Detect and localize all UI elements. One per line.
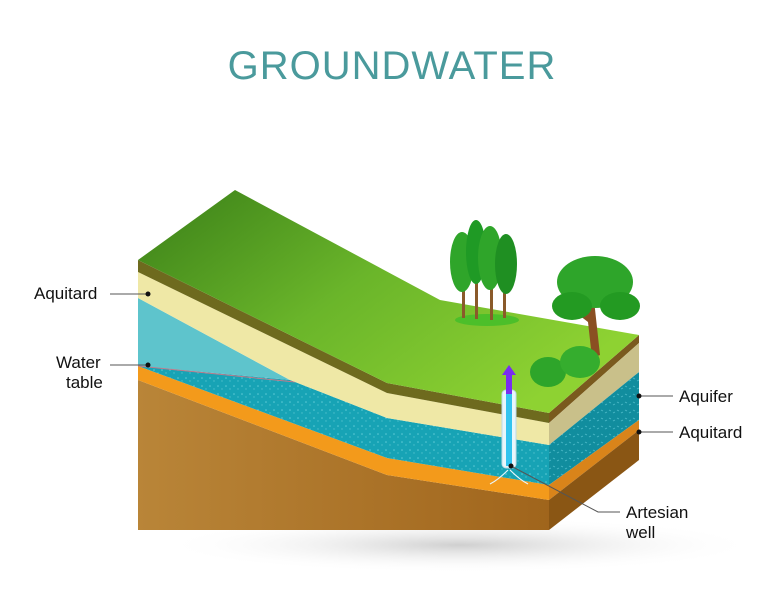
- label-water-table-1: Water: [56, 353, 101, 372]
- aquifer-layer: [138, 366, 549, 485]
- oak-tree-icon: [552, 256, 640, 358]
- label-aquifer: Aquifer: [679, 387, 733, 406]
- artesian-well-dot: [508, 463, 514, 469]
- label-artesian-2: well: [626, 523, 656, 542]
- leader-lines: [110, 293, 673, 513]
- side-aquifer: [549, 372, 639, 485]
- aquitard-top-dot: [145, 291, 151, 297]
- bedrock-layer: [138, 380, 549, 530]
- ground-shadow: [160, 517, 760, 573]
- bush-icon: [530, 346, 600, 387]
- water-table-dot: [145, 362, 151, 368]
- label-aquitard-top: Aquitard: [34, 284, 98, 303]
- tree-cluster-icon: [450, 220, 519, 326]
- aquifer-dot: [636, 393, 642, 399]
- label-aquitard-bottom: Aquitard: [679, 423, 743, 442]
- side-clay: [549, 343, 639, 445]
- water-table-line: [137, 365, 296, 383]
- side-orange: [549, 420, 639, 500]
- artesian-well-icon: [489, 365, 529, 485]
- grass-surface: [138, 190, 639, 413]
- label-water-table-2: table: [66, 373, 103, 392]
- diagram-title: GROUNDWATER: [227, 44, 557, 88]
- side-bedrock: [549, 430, 639, 530]
- label-artesian-1: Artesian: [626, 503, 689, 522]
- lower-aquitard-layer: [138, 366, 549, 500]
- side-soil: [549, 335, 639, 423]
- aquitard-bottom-dot: [636, 429, 642, 435]
